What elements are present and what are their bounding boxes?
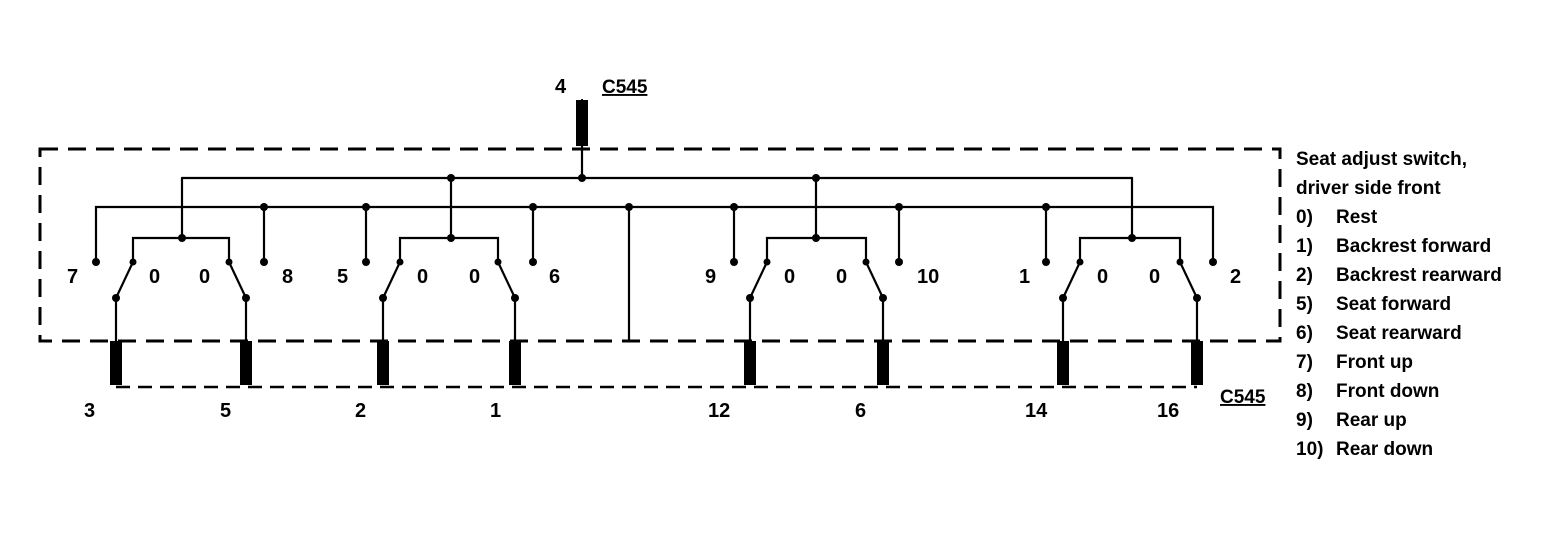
bottom-pin-label: 6 [855,400,866,422]
rest-label: 0 [417,266,428,288]
bottom-connector-label: C545 [1220,387,1266,408]
contact-label: 10 [917,266,939,288]
bottom-pin-label: 2 [355,400,366,422]
connector-terminal [509,341,521,385]
connector-terminal [110,341,122,385]
connector-terminal [877,341,889,385]
legend-item-number: 8) [1296,381,1313,402]
legend-item-label: Seat rearward [1336,323,1462,344]
legend-item-label: Backrest rearward [1336,265,1502,286]
legend-item-number: 7) [1296,352,1313,373]
connector-terminal [240,341,252,385]
legend-item-label: Front up [1336,352,1413,373]
contact-label: 9 [705,266,716,288]
bottom-pin-label: 12 [708,400,730,422]
bottom-pin-label: 1 [490,400,501,422]
contact-label: 7 [67,266,78,288]
connector-terminal [377,341,389,385]
bottom-pin-label: 5 [220,400,231,422]
legend-item-number: 1) [1296,236,1313,257]
contact-label: 6 [549,266,560,288]
rest-label: 0 [1097,266,1108,288]
rest-label: 0 [1149,266,1160,288]
contact-label: 8 [282,266,293,288]
contact-label: 2 [1230,266,1241,288]
switch-group-seat-forward-rearward: 5 0 0 6 [337,176,560,343]
switch-group-front-up-down: 7 0 0 8 [67,176,293,343]
rest-label: 0 [836,266,847,288]
legend-item-number: 10) [1296,439,1323,460]
bottom-connector [110,341,1203,389]
rest-label: 0 [199,266,210,288]
legend: Seat adjust switch, driver side front 0)… [1296,149,1502,460]
contact-label: 5 [337,266,348,288]
legend-item-label: Seat forward [1336,294,1451,315]
legend-item-label: Rear down [1336,439,1433,460]
connector-terminal [1057,341,1069,385]
connector-terminal [744,341,756,385]
legend-item-label: Front down [1336,381,1439,402]
switch-group-rear-up-down: 9 0 0 10 [705,176,939,343]
legend-item-number: 5) [1296,294,1313,315]
legend-title: driver side front [1296,178,1441,199]
legend-item-number: 0) [1296,207,1313,228]
legend-item-label: Rest [1336,207,1378,228]
switch-group-backrest-forward-rearward: 1 0 0 2 [1019,176,1241,343]
rest-label: 0 [469,266,480,288]
bottom-pin-label: 14 [1025,400,1048,422]
top-connector-label: C545 [602,77,648,98]
rest-label: 0 [784,266,795,288]
top-connector-pin: 4 [555,76,567,98]
rest-label: 0 [149,266,160,288]
connector-terminal [1191,341,1203,385]
top-connector-terminal [576,100,588,146]
bottom-pin-label: 16 [1157,400,1179,422]
legend-item-number: 6) [1296,323,1313,344]
switch-housing-outline [38,147,1282,343]
ground-bus-wire [94,205,1215,264]
contact-label: 1 [1019,266,1030,288]
junction-dot [578,174,586,182]
legend-item-label: Rear up [1336,410,1407,431]
legend-item-label: Backrest forward [1336,236,1491,257]
legend-item-number: 9) [1296,410,1313,431]
legend-item-number: 2) [1296,265,1313,286]
bottom-pin-label: 3 [84,400,95,422]
legend-title: Seat adjust switch, [1296,149,1467,170]
